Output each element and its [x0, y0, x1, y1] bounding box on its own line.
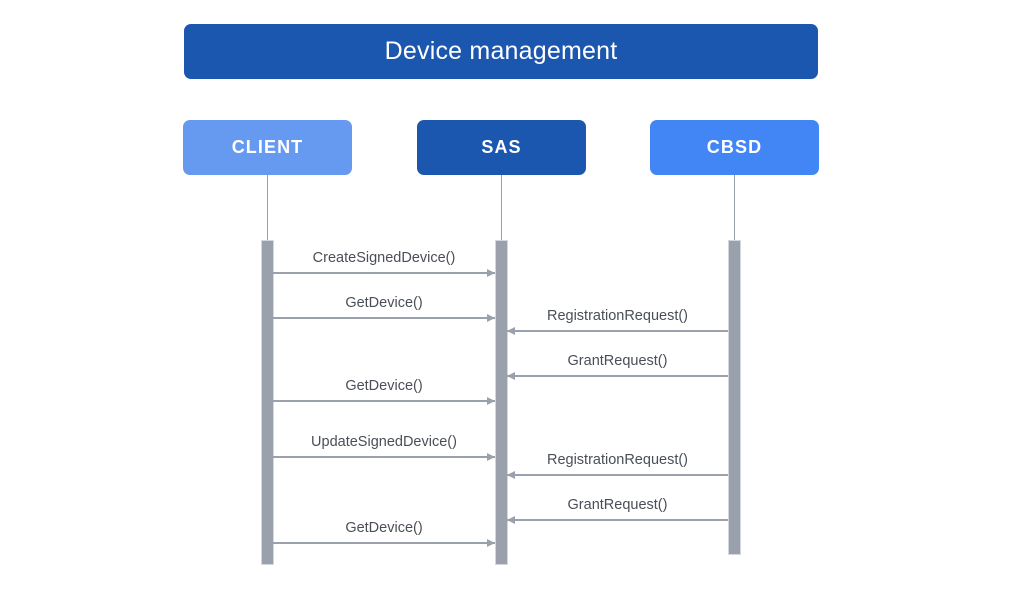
lifeline-cbsd [734, 175, 735, 240]
message-label: GetDevice() [345, 378, 423, 394]
message-line [273, 456, 495, 458]
message-label: GetDevice() [345, 520, 423, 536]
message-line [507, 330, 728, 332]
message-line [507, 375, 728, 377]
page-title: Device management [384, 37, 618, 65]
lifeline-client [267, 175, 268, 240]
message-label: RegistrationRequest() [546, 452, 689, 468]
diagram-title-banner: Device management [184, 24, 818, 79]
message-line [273, 400, 495, 402]
arrow-right-icon [487, 453, 495, 461]
arrow-left-icon [507, 516, 515, 524]
lifeline-sas [501, 175, 502, 240]
activation-bar-cbsd [728, 240, 741, 555]
message-line [273, 542, 495, 544]
message-label: GrantRequest() [567, 353, 668, 369]
arrow-right-icon [487, 539, 495, 547]
actor-box-client[interactable]: CLIENT [183, 120, 352, 175]
arrow-left-icon [507, 471, 515, 479]
actor-box-sas[interactable]: SAS [417, 120, 586, 175]
actor-label-cbsd: CBSD [706, 137, 763, 157]
message-label: UpdateSignedDevice() [311, 434, 457, 450]
message-line [507, 519, 728, 521]
activation-bar-client [261, 240, 274, 565]
arrow-left-icon [507, 327, 515, 335]
activation-bar-sas [495, 240, 508, 565]
actor-label-client: CLIENT [231, 137, 304, 157]
actor-box-cbsd[interactable]: CBSD [650, 120, 819, 175]
message-line [273, 272, 495, 274]
message-label: RegistrationRequest() [546, 308, 689, 324]
arrow-right-icon [487, 397, 495, 405]
message-label: CreateSignedDevice() [312, 250, 456, 266]
arrow-left-icon [507, 372, 515, 380]
message-label: GrantRequest() [567, 497, 668, 513]
message-line [273, 317, 495, 319]
message-label: GetDevice() [345, 295, 423, 311]
arrow-right-icon [487, 314, 495, 322]
message-line [507, 474, 728, 476]
actor-label-sas: SAS [481, 137, 522, 157]
arrow-right-icon [487, 269, 495, 277]
